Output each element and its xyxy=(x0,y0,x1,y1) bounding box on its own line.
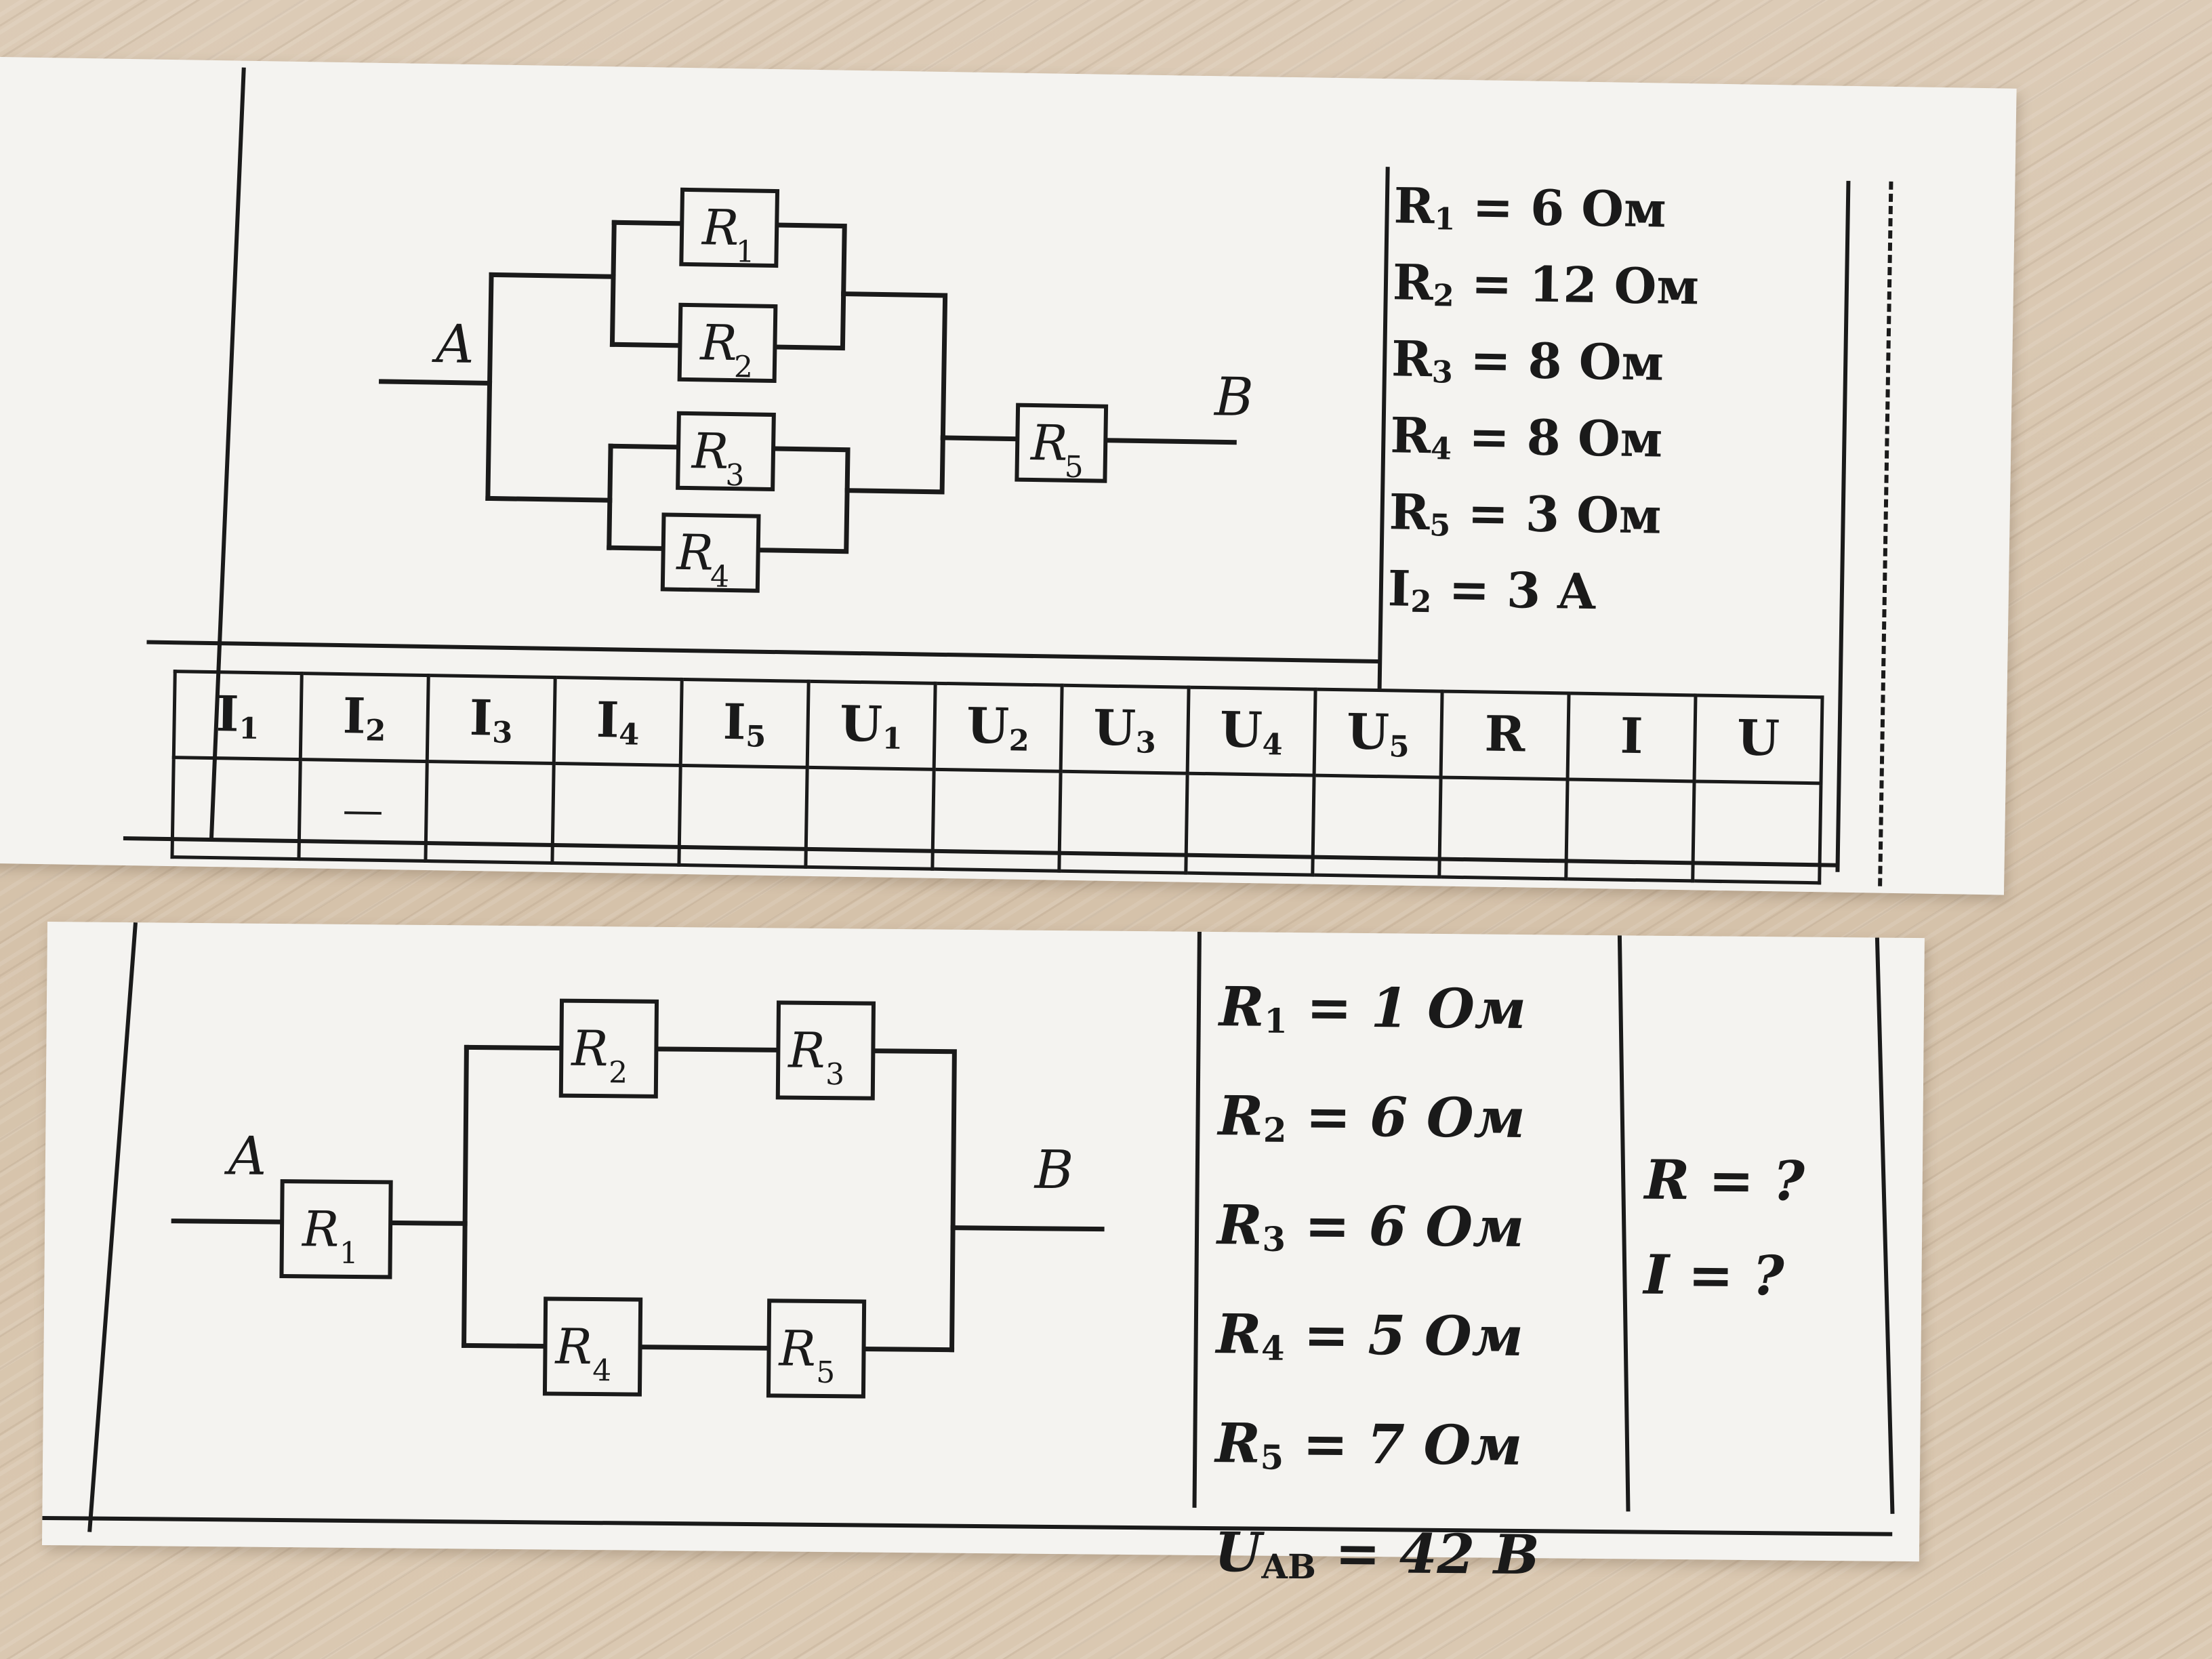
svg-text:R: R xyxy=(554,1318,592,1375)
answer-value-cell[interactable] xyxy=(171,757,301,859)
node-a-label: A xyxy=(432,314,475,375)
answer-header-cell: U2 xyxy=(934,683,1063,772)
resistor-r2: R 2 xyxy=(677,302,778,385)
svg-text:3: 3 xyxy=(825,1057,844,1092)
answer-value-cell[interactable] xyxy=(805,767,935,869)
frame-right-line xyxy=(1835,180,1851,872)
answer-header-cell: U5 xyxy=(1314,689,1443,778)
node-a-label: A xyxy=(224,1126,267,1187)
given-line: R2 = 12 Ом xyxy=(1392,253,1700,316)
answer-value-cell[interactable] xyxy=(1185,773,1315,876)
answer-header-cell: I4 xyxy=(554,677,682,766)
given-line: I2 = 3 A xyxy=(1387,558,1596,620)
given-line: R4 = 5 Ом xyxy=(1216,1301,1524,1368)
given-values-1: R1 = 6 Ом R2 = 12 Ом R3 = 8 Ом R4 = 8 Ом… xyxy=(1387,173,1700,638)
svg-text:1: 1 xyxy=(735,234,755,269)
answer-value-cell[interactable] xyxy=(1565,779,1695,881)
circuit-wires-1 xyxy=(378,220,1237,554)
svg-text:R: R xyxy=(787,1022,825,1079)
answer-value-cell[interactable] xyxy=(425,761,554,863)
resistor-r3: R 3 xyxy=(775,1000,876,1101)
answer-value-cell[interactable] xyxy=(1312,775,1441,878)
node-b-label: B xyxy=(1033,1140,1073,1202)
resistor-r5: R 5 xyxy=(1015,403,1109,485)
svg-text:R: R xyxy=(701,199,740,256)
given-values-2: R1 = 1 Ом R2 = 6 Ом R3 = 6 Ом R4 = 5 Ом … xyxy=(1214,959,1544,1616)
given-line: R1 = 1 Ом xyxy=(1218,975,1527,1042)
problem-card-2: R 1 R 2 R 3 R 4 R 5 A B R1 = 1 Ом R2 = 6… xyxy=(41,922,1925,1586)
answer-value-cell[interactable] xyxy=(1439,777,1568,879)
svg-text:R: R xyxy=(777,1319,816,1376)
answer-header-cell: U3 xyxy=(1061,685,1189,774)
unknowns-2: R = ? I = ? xyxy=(1643,1132,1805,1324)
frame-left-line xyxy=(87,922,138,1532)
svg-text:5: 5 xyxy=(816,1355,835,1390)
resistor-r1: R 1 xyxy=(279,1179,393,1279)
resistor-r3: R 3 xyxy=(676,411,776,493)
given-line: R5 = 3 Ом xyxy=(1389,482,1662,545)
answer-header-cell: U1 xyxy=(807,681,936,770)
svg-text:4: 4 xyxy=(710,560,730,594)
given-line: R2 = 6 Ом xyxy=(1218,1083,1525,1150)
answer-value-cell[interactable] xyxy=(1692,781,1821,883)
given-line: R5 = 7 Ом xyxy=(1214,1410,1523,1477)
answer-table: I1 I2 I3 I4 I5 U1 U2 U3 U4 U5 R I U — xyxy=(170,670,1824,884)
resistor-r4: R 4 xyxy=(660,512,761,594)
answer-header-cell: I2 xyxy=(300,673,429,762)
resistor-r2: R 2 xyxy=(558,998,659,1099)
svg-text:3: 3 xyxy=(725,458,745,493)
unknown-current: I = ? xyxy=(1643,1242,1784,1308)
given-line: R4 = 8 Ом xyxy=(1389,406,1663,468)
problem-card-1: R 1 R 2 R 3 R 4 R 5 A B R1 = 6 Ом R2 = 1… xyxy=(0,57,2017,895)
frame-given-divider xyxy=(1192,931,1202,1508)
given-line: R3 = 6 Ом xyxy=(1216,1192,1525,1259)
answer-header-cell: I xyxy=(1568,693,1696,781)
given-line: R1 = 6 Ом xyxy=(1393,176,1667,239)
frame-bottom-line xyxy=(123,836,1838,867)
frame-table-top xyxy=(146,640,1380,664)
node-b-label: B xyxy=(1213,367,1254,428)
answer-value-cell[interactable] xyxy=(1059,771,1188,874)
resistor-r5: R 5 xyxy=(766,1298,867,1399)
resistor-r1: R 1 xyxy=(679,187,780,270)
given-line: R3 = 8 Ом xyxy=(1391,329,1664,392)
svg-text:2: 2 xyxy=(734,350,754,384)
frame-left-line xyxy=(209,67,246,840)
circuit-diagram-2: R 1 R 2 R 3 R 4 R 5 A B xyxy=(42,922,1895,1536)
answer-header-cell: I1 xyxy=(173,671,302,760)
svg-text:R: R xyxy=(301,1200,340,1257)
svg-text:R: R xyxy=(570,1020,609,1077)
unknown-resistance: R = ? xyxy=(1644,1147,1805,1213)
svg-text:2: 2 xyxy=(609,1055,628,1090)
answer-header-cell: U xyxy=(1694,695,1822,783)
svg-text:1: 1 xyxy=(340,1236,359,1271)
svg-text:5: 5 xyxy=(1064,450,1084,485)
frame-right-line xyxy=(1875,937,1895,1514)
answer-header-cell: I5 xyxy=(680,679,809,768)
given-line: UAB = 42 B xyxy=(1214,1519,1540,1586)
answer-header-cell: R xyxy=(1441,691,1570,779)
frame-find-divider xyxy=(1617,935,1631,1512)
answer-value-cell[interactable]: — xyxy=(298,759,428,861)
svg-text:R: R xyxy=(699,314,738,371)
svg-text:4: 4 xyxy=(592,1353,611,1388)
answer-value-cell[interactable] xyxy=(932,769,1061,872)
frame-given-divider xyxy=(1377,167,1390,689)
resistor-r4: R 4 xyxy=(542,1296,643,1397)
svg-text:R: R xyxy=(1029,414,1069,472)
frame-bottom-line xyxy=(42,1515,1893,1536)
circuit-wires-2 xyxy=(171,1044,1105,1353)
svg-text:R: R xyxy=(675,524,714,581)
circuit-diagram-1: R 1 R 2 R 3 R 4 R 5 A B xyxy=(123,67,1851,872)
svg-text:R: R xyxy=(690,422,729,480)
answer-value-cell[interactable] xyxy=(552,763,681,865)
answer-header-cell: I3 xyxy=(427,675,556,764)
answer-value-cell[interactable] xyxy=(678,765,808,867)
answer-header-cell: U4 xyxy=(1187,687,1316,776)
